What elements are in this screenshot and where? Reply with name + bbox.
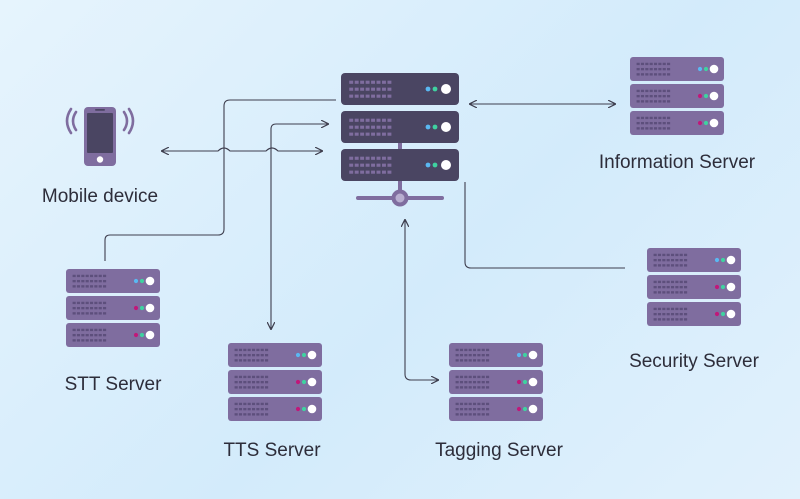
connector-tagging [405, 220, 438, 380]
connector-mobile [162, 148, 322, 151]
connector-security [464, 182, 625, 269]
signal-wave-right-icon [122, 110, 129, 132]
security-server-icon [647, 248, 741, 326]
stt-server-icon [66, 269, 160, 347]
tagging-server-icon [449, 343, 543, 421]
connector-tts [271, 124, 328, 329]
mobile-device-icon [65, 107, 135, 166]
tts-server-icon [228, 343, 322, 421]
tagging-server-label: Tagging Server [435, 440, 563, 461]
signal-wave-left-icon [71, 110, 78, 132]
connector-stt [104, 99, 336, 261]
central-server [341, 73, 459, 207]
stt-server-label: STT Server [64, 374, 162, 395]
information-server-label: Information Server [598, 152, 756, 173]
information-server-icon [630, 57, 724, 135]
tts-server-label: TTS Server [223, 440, 321, 461]
mobile-device-label: Mobile device [41, 186, 159, 207]
security-server-label: Security Server [629, 351, 759, 372]
